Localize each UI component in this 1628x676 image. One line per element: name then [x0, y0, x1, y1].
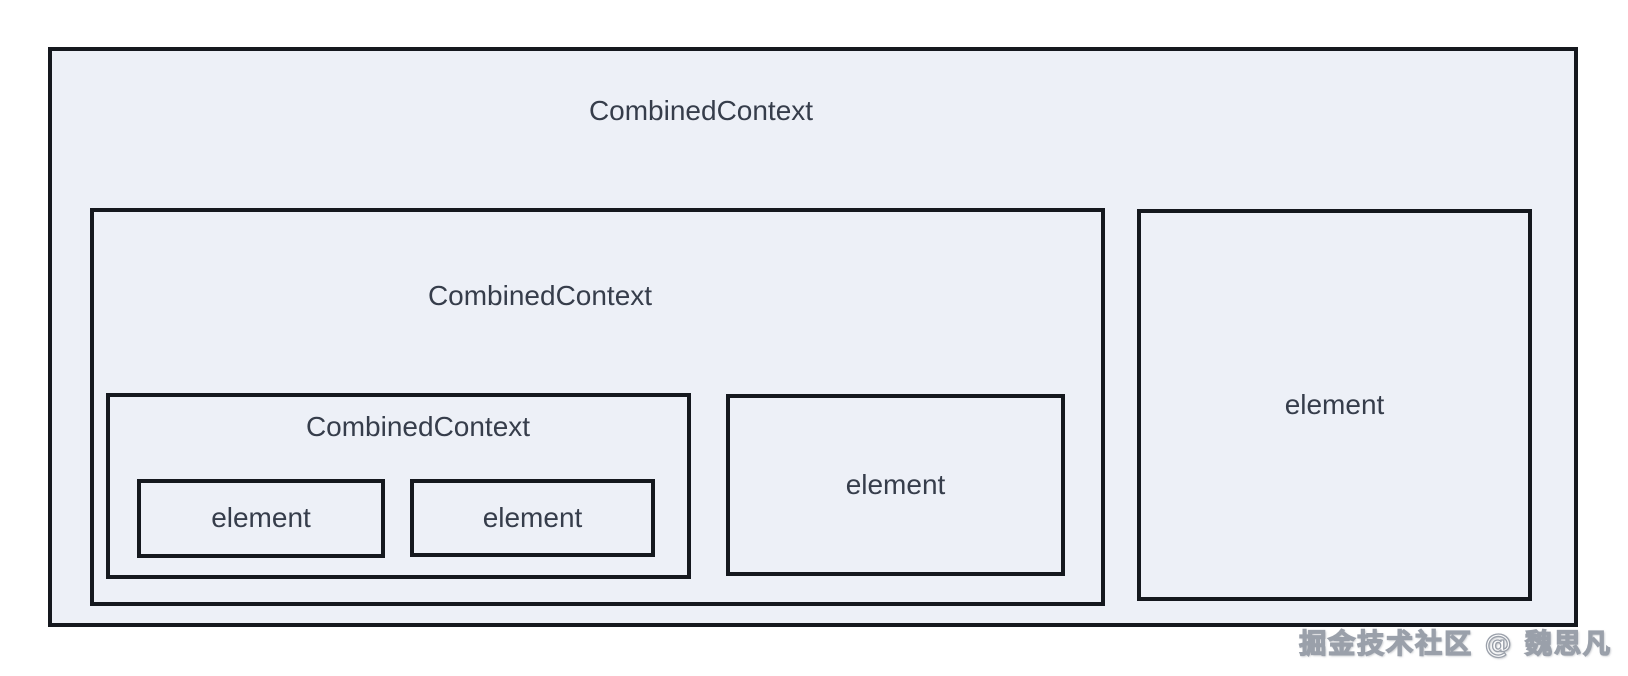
element-box-1: element [137, 479, 385, 558]
combined-context-outer-box: CombinedContext CombinedContext Combined… [48, 47, 1578, 627]
element-box-3: element [726, 394, 1065, 576]
element-label-2: element [482, 501, 583, 533]
element-label-1: element [211, 502, 311, 534]
watermark-text: 掘金技术社区 @ 魏思凡 [1299, 628, 1612, 660]
combined-context-middle-box: CombinedContext CombinedContext element … [90, 208, 1105, 606]
combined-context-inner-box: CombinedContext element element [106, 393, 691, 579]
element-box-4: element [1137, 209, 1532, 601]
combined-context-outer-title: CombinedContext [588, 95, 814, 126]
element-label-4: element [1284, 388, 1385, 420]
combined-context-inner-title: CombinedContext [305, 411, 531, 442]
element-box-2: element [410, 479, 655, 557]
combined-context-middle-title: CombinedContext [427, 280, 653, 311]
element-label-3: element [845, 468, 946, 500]
